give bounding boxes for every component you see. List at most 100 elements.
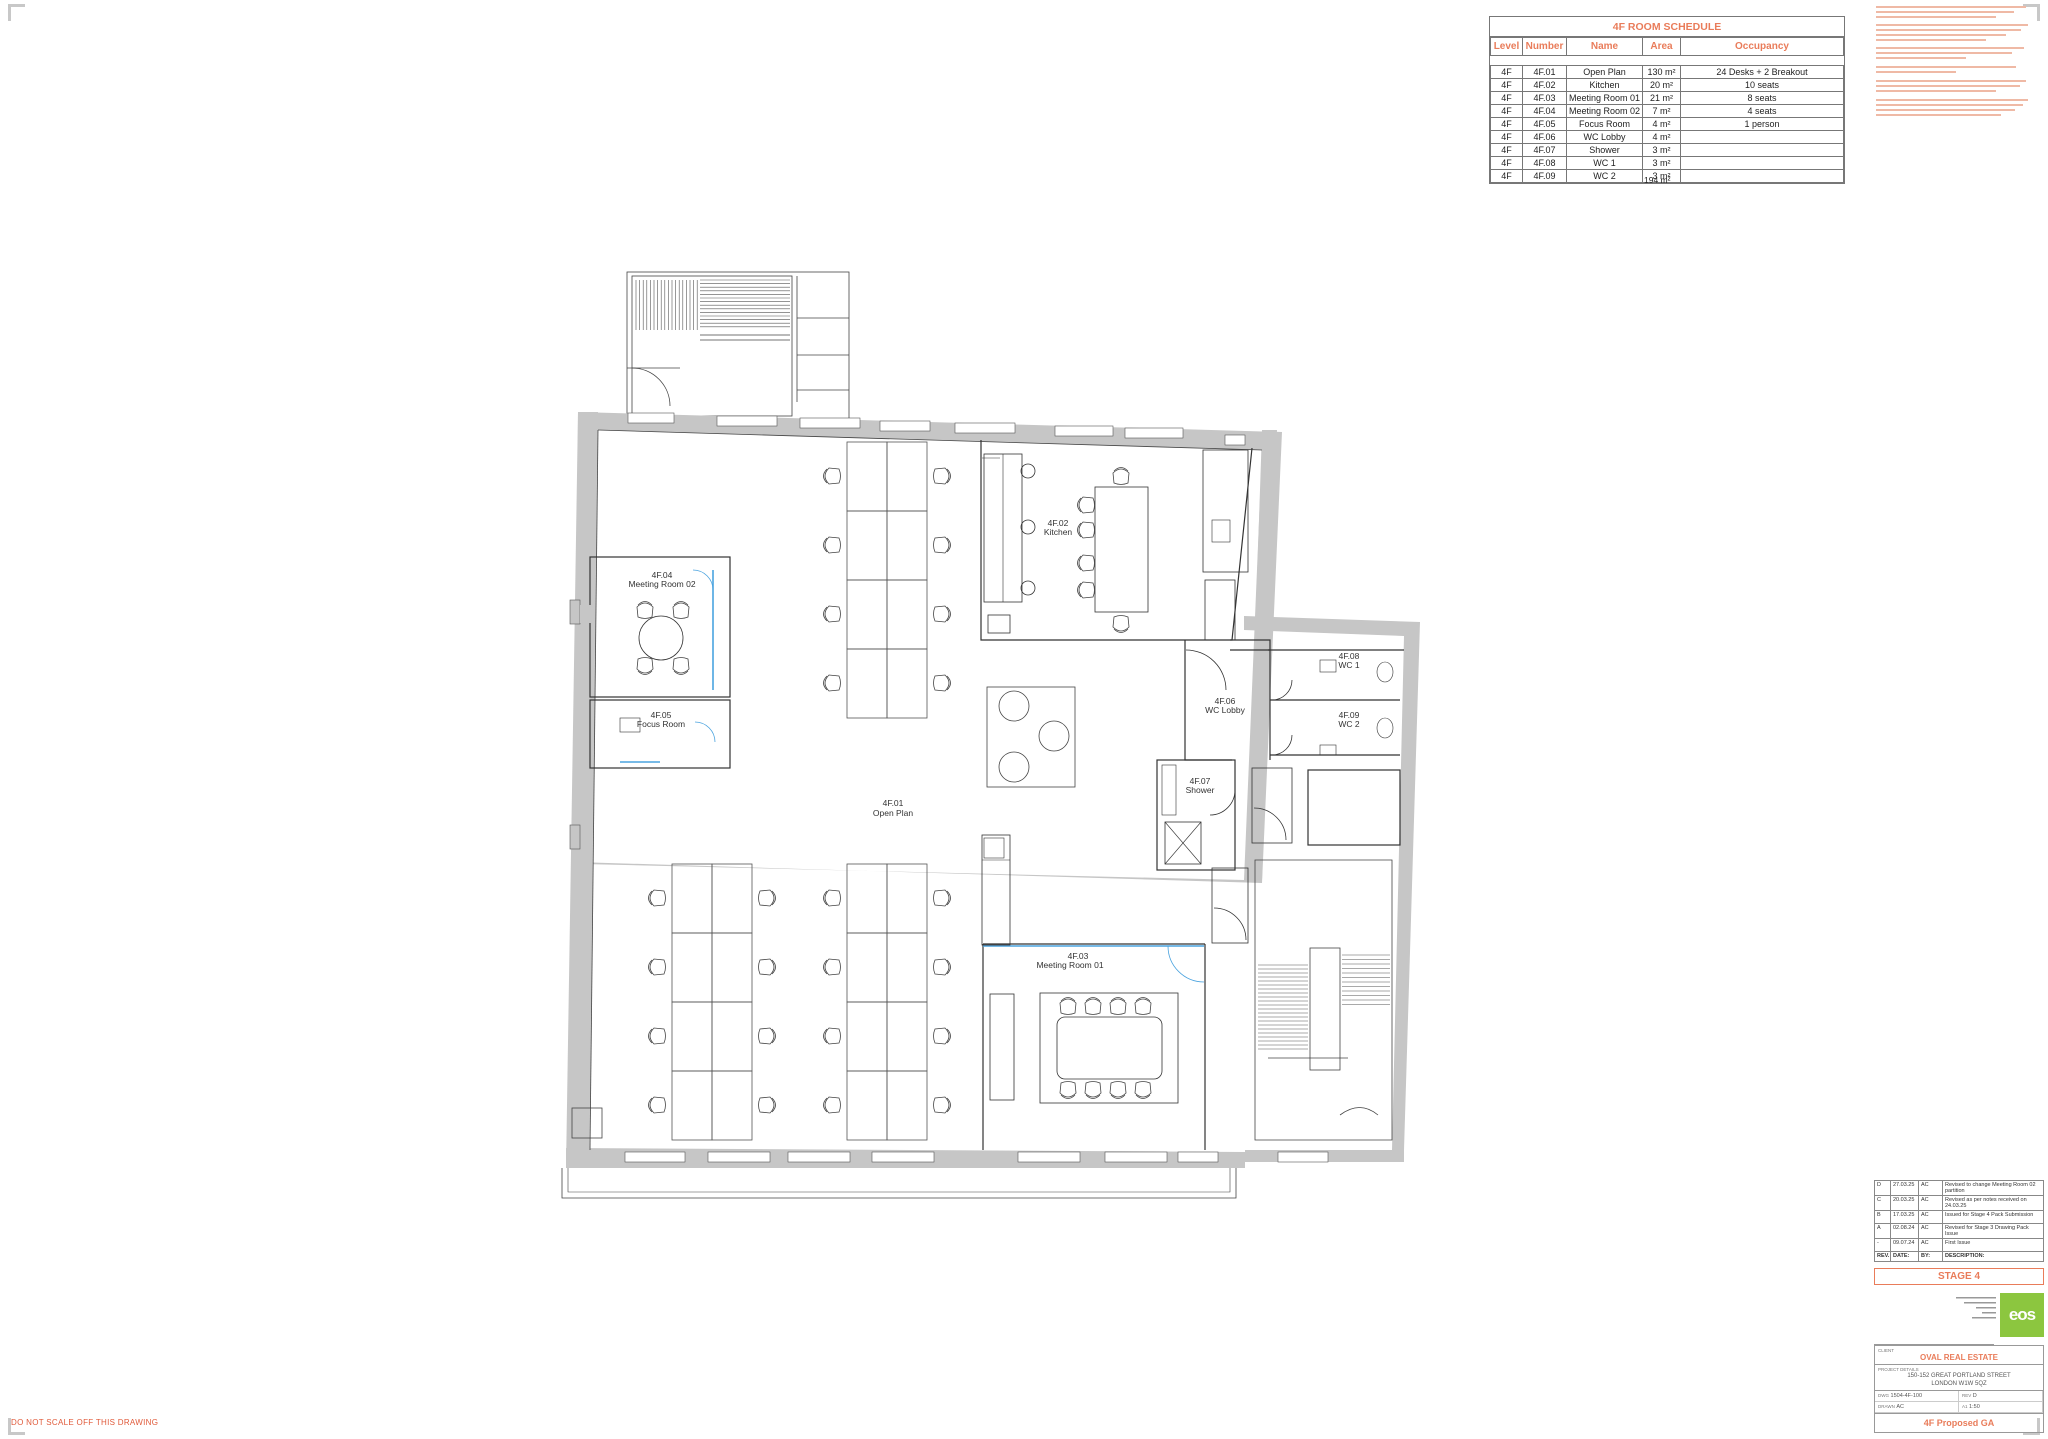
project-address-1: 150-152 GREAT PORTLAND STREET: [1907, 1373, 2011, 1379]
desk: [671, 1070, 713, 1141]
room-number: 4F.09: [1339, 710, 1360, 720]
revision-cell: D: [1874, 1180, 1891, 1196]
drawn-label: DRAWN: [1878, 1404, 1895, 1409]
revision-cell: First Issue: [1942, 1238, 2044, 1252]
room-name: WC 1: [1338, 660, 1360, 670]
chair-icon: [1109, 997, 1127, 1015]
revision-cell: 02.08.24: [1890, 1223, 1919, 1239]
room-name: WC Lobby: [1205, 705, 1245, 715]
general-notes: [1876, 4, 2041, 139]
chair-icon: [1077, 554, 1095, 572]
client-name: OVAL REAL ESTATE: [1920, 1353, 1998, 1362]
chair-icon: [823, 958, 841, 976]
chair-icon: [1112, 467, 1130, 485]
sheet-corner-mark: [8, 4, 25, 21]
chair-icon: [1059, 997, 1077, 1015]
revision-cell: AC: [1918, 1180, 1943, 1196]
chair-icon: [1084, 1081, 1102, 1099]
schedule-cell: [1680, 169, 1844, 183]
desk: [886, 932, 928, 1003]
room-number: 4F.03: [1068, 951, 1089, 961]
revision-cell: 17.03.25: [1890, 1210, 1919, 1224]
chair-icon: [933, 605, 951, 623]
chair-icon: [648, 1096, 666, 1114]
chair-icon: [1112, 615, 1130, 633]
room-number: 4F.08: [1339, 651, 1360, 661]
chair-icon: [933, 467, 951, 485]
room-name: Shower: [1186, 785, 1215, 795]
rev-label: REV: [1962, 1393, 1972, 1398]
desk: [711, 1070, 753, 1141]
chair-icon: [823, 605, 841, 623]
desk: [671, 863, 713, 934]
desk: [886, 441, 928, 512]
company-logo-area: eos: [1874, 1285, 2044, 1345]
room-number: 4F.07: [1190, 776, 1211, 786]
notes-text-blocks: [1876, 6, 2028, 116]
revision-cell: AC: [1918, 1195, 1943, 1211]
dwg-label: DWG: [1878, 1393, 1889, 1398]
revision-cell: AC: [1918, 1223, 1943, 1239]
desk: [886, 579, 928, 650]
room-number: 4F.04: [652, 570, 673, 580]
desk: [671, 932, 713, 1003]
room-name: Meeting Room 02: [628, 579, 695, 589]
company-address: [1936, 1295, 1996, 1326]
room-schedule: 4F ROOM SCHEDULE Level Number Name Area …: [1489, 16, 1845, 185]
revision-cell: A: [1874, 1223, 1891, 1239]
chair-icon: [1109, 1081, 1127, 1099]
room-name: Open Plan: [873, 808, 913, 818]
revision-cell: 09.07.24: [1890, 1238, 1919, 1252]
chair-icon: [1134, 1081, 1152, 1099]
desk: [846, 863, 888, 934]
room-name: WC 2: [1338, 719, 1360, 729]
windows: [569, 412, 1329, 1163]
room-name: Meeting Room 01: [1036, 960, 1103, 970]
revision-cell: B: [1874, 1210, 1891, 1224]
revision-cell: 27.03.25: [1890, 1180, 1919, 1196]
revision-cell: Revised as per notes received on 24.03.2…: [1942, 1195, 2044, 1211]
room-name: Focus Room: [637, 719, 685, 729]
revision-cell: Revised for Stage 3 Drawing Pack Issue: [1942, 1223, 2044, 1239]
desk: [846, 579, 888, 650]
desk: [671, 1001, 713, 1072]
rev-cell: REV D: [1959, 1391, 2043, 1402]
desk: [846, 510, 888, 581]
desk: [846, 648, 888, 719]
meeting-room-01: [981, 834, 1206, 1150]
chair-icon: [758, 958, 776, 976]
desk: [711, 863, 753, 934]
room-number: 4F.05: [651, 710, 672, 720]
chair-icon: [672, 657, 690, 675]
drawn-cell: DRAWN AC: [1875, 1402, 1959, 1413]
schedule-total: 194 m²: [1644, 175, 1671, 185]
chair-icon: [648, 958, 666, 976]
chair-icon: [933, 536, 951, 554]
wc-core: [1156, 639, 1404, 944]
meeting-room-02: [580, 556, 731, 769]
chair-icon: [823, 536, 841, 554]
breakout-area: [986, 686, 1076, 788]
chair-icon: [1134, 997, 1152, 1015]
chair-icon: [823, 1096, 841, 1114]
revision-header: REV.: [1874, 1251, 1891, 1262]
desk: [846, 441, 888, 512]
stage-label: STAGE 4: [1874, 1268, 2044, 1285]
sheet-corner-mark: [8, 1418, 25, 1435]
revision-header: DESCRIPTION:: [1942, 1251, 2044, 1262]
desk: [846, 1001, 888, 1072]
sheet-size: A1: [1962, 1404, 1968, 1409]
revision-cell: Issued for Stage 4 Pack Submission: [1942, 1210, 2044, 1224]
chair-icon: [1077, 581, 1095, 599]
sheet-corner-mark: [2023, 1418, 2040, 1435]
